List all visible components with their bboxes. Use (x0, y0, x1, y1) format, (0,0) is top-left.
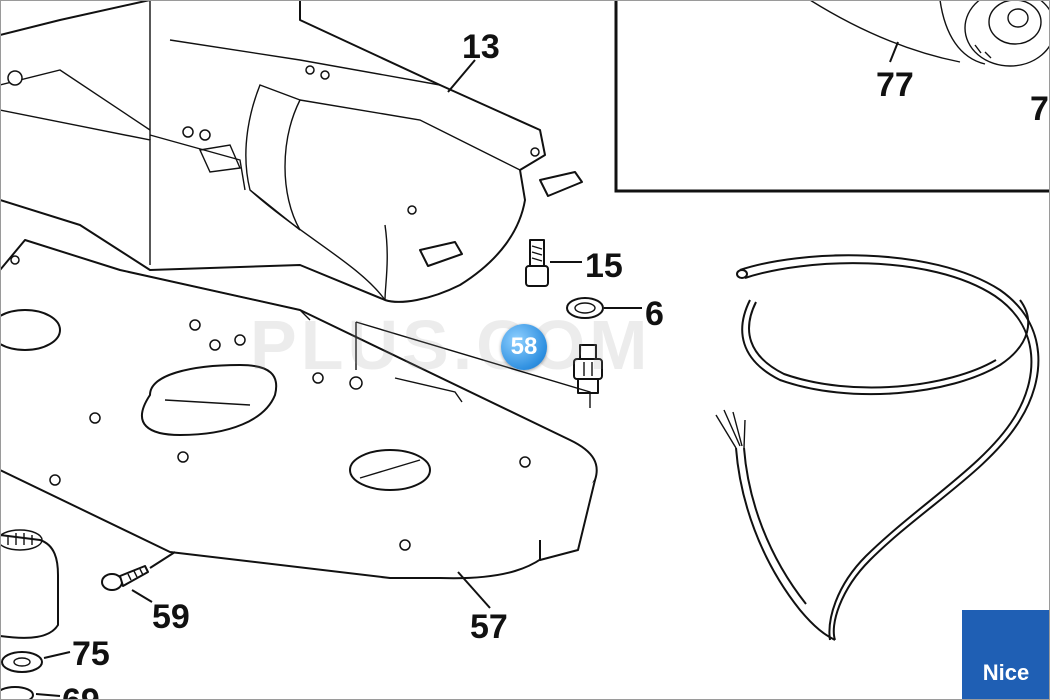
part-label-69: 69 (62, 682, 100, 700)
part-label-59: 59 (152, 598, 190, 636)
inset-box: 77 78 (614, 0, 1050, 193)
screw-part-15 (525, 239, 549, 287)
part-58-highlight-badge[interactable]: 58 (501, 324, 547, 370)
part-label-15: 15 (585, 247, 623, 285)
pinion-cylinder (0, 529, 59, 639)
washer-part-6 (566, 297, 604, 319)
part-label-13: 13 (462, 28, 500, 66)
housing-part-13 (0, 0, 583, 303)
screw-part-59 (101, 565, 149, 591)
part-label-6: 6 (645, 295, 664, 333)
base-plate-part-57 (0, 239, 598, 580)
cable-coil (715, 254, 1040, 641)
motor-part-77 (809, 0, 1050, 67)
brand-logo: Nice (962, 610, 1050, 700)
fitting-part-58 (573, 344, 603, 394)
part-label-77: 77 (876, 66, 914, 104)
washer-part-75 (1, 651, 43, 673)
part-label-75: 75 (72, 635, 110, 673)
part-label-57: 57 (470, 608, 508, 646)
nut-part-69 (0, 686, 34, 700)
part-label-78: 78 (1030, 90, 1050, 128)
